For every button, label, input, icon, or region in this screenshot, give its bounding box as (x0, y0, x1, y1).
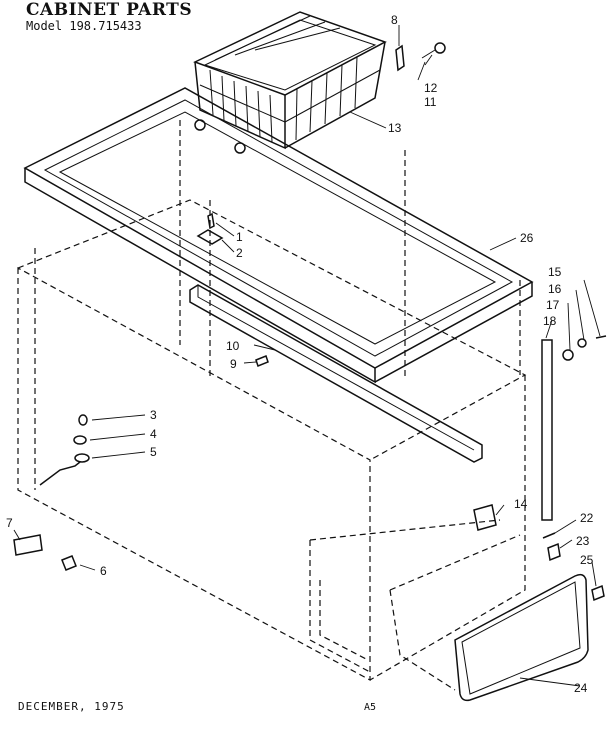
callout-24: 24 (574, 681, 588, 695)
page-title: CABINET PARTS (26, 0, 193, 20)
callout-16: 16 (548, 282, 562, 296)
drain-plug-7 (13, 534, 43, 556)
screw-25 (591, 584, 605, 602)
screw-6 (61, 555, 77, 571)
callout-10: 10 (226, 339, 240, 353)
callout-6: 6 (100, 564, 107, 578)
wire-basket (193, 11, 387, 154)
callout-3: 3 (150, 408, 157, 422)
basket-hanger-parts (395, 42, 446, 72)
callout-8: 8 (391, 13, 398, 27)
callout-5: 5 (150, 445, 157, 459)
callout-15: 15 (548, 265, 562, 279)
lid-clip (196, 212, 224, 245)
callout-14: 14 (514, 497, 528, 511)
page-number: A5 (364, 702, 377, 713)
control-bracket-14 (473, 504, 497, 531)
callout-9: 9 (230, 357, 237, 371)
screw-22 (542, 532, 556, 539)
publication-date: DECEMBER, 1975 (18, 700, 125, 713)
callout-4: 4 (150, 427, 157, 441)
cabinet-outline (17, 120, 527, 682)
callout-11: 11 (424, 95, 437, 109)
control-panel-cover (389, 534, 589, 702)
callout-labels: 1 2 3 4 5 6 7 8 9 10 11 12 13 14 15 16 1… (6, 13, 594, 695)
breaker-strip (189, 284, 483, 463)
callout-12: 12 (424, 81, 438, 95)
callout-25: 25 (580, 553, 594, 567)
callout-17: 17 (546, 298, 560, 312)
nut-23 (547, 542, 561, 562)
callout-7: 7 (6, 516, 13, 530)
lid-frame (23, 87, 534, 384)
hinge-rod-assembly (541, 335, 607, 521)
callout-18: 18 (543, 314, 557, 328)
callout-13: 13 (388, 121, 402, 135)
callout-1: 1 (236, 230, 243, 244)
callout-22: 22 (580, 511, 594, 525)
drain-parts (39, 414, 90, 486)
screw-9 (255, 355, 269, 367)
callout-23: 23 (576, 534, 590, 548)
callout-leaders (13, 25, 601, 687)
model-number: Model 198.715433 (26, 19, 142, 33)
callout-2: 2 (236, 246, 243, 260)
callout-26: 26 (520, 231, 534, 245)
